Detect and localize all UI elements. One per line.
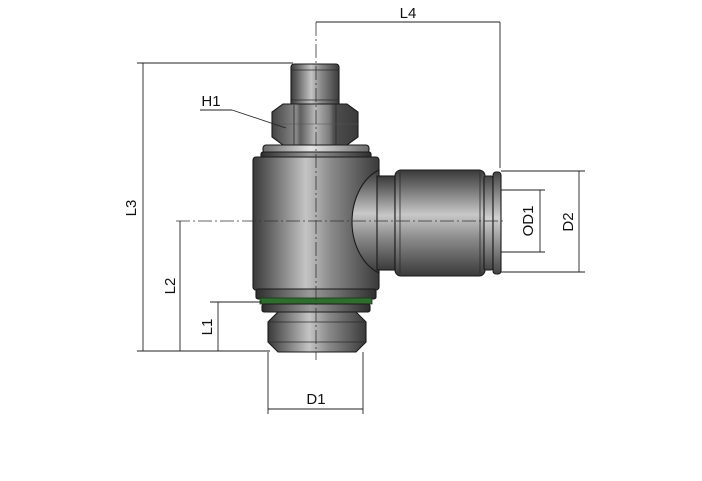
elbow-transition xyxy=(351,169,380,274)
bottom-thread xyxy=(267,311,367,353)
dim-label-l1: L1 xyxy=(199,319,216,336)
dim-label-d1: D1 xyxy=(306,391,325,408)
dimension-lines xyxy=(137,21,585,414)
hex-nut xyxy=(271,103,359,146)
release-ring xyxy=(483,175,494,271)
fitting-part xyxy=(176,22,505,360)
push-in-collet xyxy=(394,169,486,277)
dim-label-od1: OD1 xyxy=(520,206,537,237)
dim-label-l3: L3 xyxy=(123,200,140,217)
dim-label-h1: H1 xyxy=(201,93,220,110)
dim-label-l4: L4 xyxy=(400,5,417,22)
dim-label-l2: L2 xyxy=(162,278,179,295)
dim-label-d2: D2 xyxy=(560,212,577,231)
side-tube xyxy=(376,175,396,271)
top-stem xyxy=(290,63,340,109)
